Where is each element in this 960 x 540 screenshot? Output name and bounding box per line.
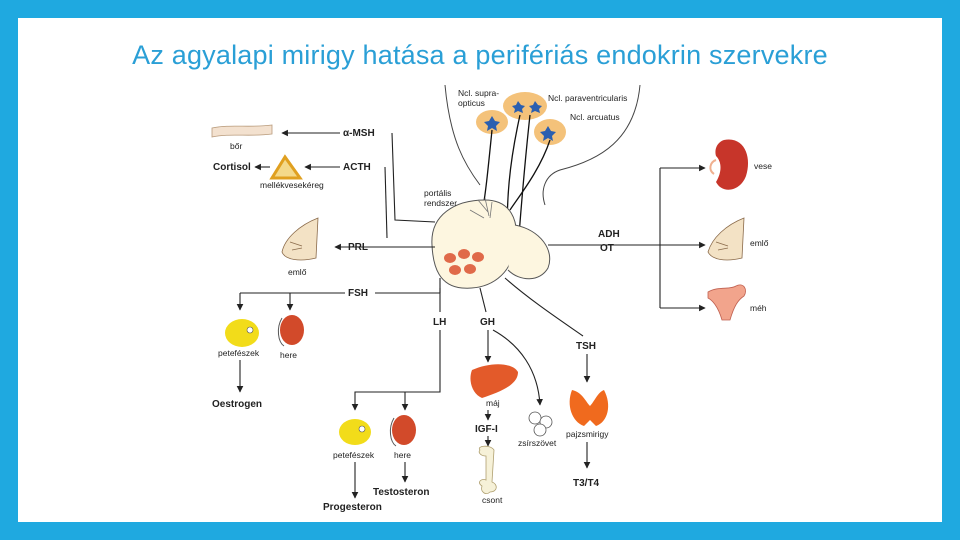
breast-icon-right <box>707 217 745 261</box>
label-ncl-supraopticus-1: Ncl. supra- <box>458 88 499 98</box>
bone-icon <box>478 445 497 494</box>
label-tsh: TSH <box>576 341 596 352</box>
neuron-icon <box>484 116 500 131</box>
adrenal-cortex-icon <box>269 154 303 180</box>
label-oestrogen: Oestrogen <box>212 399 262 410</box>
label-t3t4: T3/T4 <box>573 478 600 489</box>
hypothalamus-outline <box>444 84 641 206</box>
posterior-lobe <box>507 224 551 280</box>
label-testosteron: Testosteron <box>373 487 430 498</box>
label-csont: csont <box>482 495 503 505</box>
pituitary-gland <box>431 199 517 289</box>
neuron-icon <box>529 101 542 113</box>
label-here-1: here <box>280 350 297 360</box>
label-meh: méh <box>750 303 767 313</box>
label-pajzsmirigy: pajzsmirigy <box>566 429 609 439</box>
portal-vessels <box>469 197 493 219</box>
label-adh: ADH <box>598 229 620 240</box>
liver-icon <box>470 364 518 398</box>
nucleus-supraopticus <box>476 110 508 134</box>
slide-title: Az agyalapi mirigy hatása a perifériás e… <box>132 40 828 70</box>
label-maj: máj <box>486 398 500 408</box>
kidney-icon <box>709 139 749 190</box>
label-petefeszek-1: petefészek <box>218 348 260 358</box>
skin-icon <box>211 124 273 138</box>
label-prl: PRL <box>348 242 368 253</box>
label-petefeszek-2: petefészek <box>333 450 375 460</box>
label-here-2: here <box>394 450 411 460</box>
label-mellekvesekereg: mellékvesekéreg <box>260 180 324 190</box>
label-gh: GH <box>480 317 495 328</box>
neuron-icon <box>512 101 525 113</box>
label-ncl-paraventricularis: Ncl. paraventricularis <box>548 93 627 103</box>
label-msh: α-MSH <box>343 128 375 139</box>
ovary-icon-2 <box>339 419 371 445</box>
label-progesteron: Progesteron <box>323 502 382 513</box>
label-vese: vese <box>754 161 772 171</box>
testis-icon-1 <box>277 315 304 347</box>
nucleus-arcuatus <box>534 119 566 145</box>
pituitary-diagram: Ncl. supra- opticus Ncl. paraventricular… <box>211 84 772 513</box>
label-ncl-arcuatus: Ncl. arcuatus <box>570 112 620 122</box>
label-lh: LH <box>433 317 446 328</box>
neuron-icon <box>540 126 556 141</box>
label-emlo-right: emlő <box>750 238 769 248</box>
thyroid-icon <box>569 390 609 426</box>
pituitary-cells <box>444 249 484 275</box>
label-bor: bőr <box>230 141 242 151</box>
label-zsirszovet: zsírszövet <box>518 438 557 448</box>
label-fsh: FSH <box>348 288 368 299</box>
adipose-icon <box>528 411 553 437</box>
label-rendszer: rendszer <box>424 198 457 208</box>
label-ncl-supraopticus-2: opticus <box>458 98 485 108</box>
breast-icon-left <box>281 217 319 261</box>
label-emlo-left: emlő <box>288 267 307 277</box>
nucleus-paraventricularis <box>503 92 547 120</box>
label-acth: ACTH <box>343 162 371 173</box>
slide: Az agyalapi mirigy hatása a perifériás e… <box>18 18 942 522</box>
label-portalis: portális <box>424 188 451 198</box>
label-ot: OT <box>600 243 614 254</box>
uterus-icon <box>707 284 746 321</box>
ovary-icon-1 <box>225 319 259 347</box>
label-igf: IGF-I <box>475 424 498 435</box>
testis-icon-2 <box>389 415 416 447</box>
label-cortisol: Cortisol <box>213 162 251 173</box>
